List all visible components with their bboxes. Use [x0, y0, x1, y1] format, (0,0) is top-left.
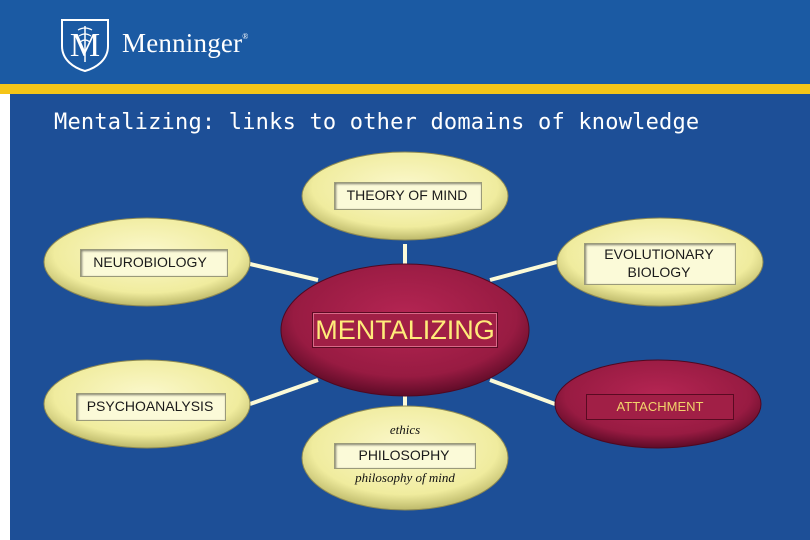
connector-attachment — [489, 378, 556, 406]
slide-title: Mentalizing: links to other domains of k… — [54, 110, 700, 135]
evolutionary-biology-box — [584, 243, 736, 285]
philosophy-bottom-note: philosophy of mind — [355, 470, 455, 485]
philosophy-label: PHILOSOPHY — [358, 447, 450, 463]
connector-evolutionary — [489, 260, 558, 282]
psychoanalysis-label: PSYCHOANALYSIS — [86, 398, 214, 414]
evolutionary-biology-label-line1: EVOLUTIONARY — [604, 246, 714, 262]
neurobiology-label: NEUROBIOLOGY — [93, 254, 207, 270]
theory-of-mind-box — [334, 182, 482, 210]
connector-neurobiology — [249, 262, 319, 282]
connector-psychoanalysis — [249, 378, 319, 406]
theory-of-mind-label: THEORY OF MIND — [346, 187, 468, 203]
header-bar: M Menninger® — [0, 0, 810, 84]
philosophy-box — [334, 443, 476, 469]
menninger-logo-icon: M — [61, 19, 109, 72]
header-stripe — [0, 84, 810, 94]
evolutionary-biology-label-line2: BIOLOGY — [627, 264, 691, 280]
psychoanalysis-box — [76, 393, 226, 421]
attachment-label: ATTACHMENT — [586, 394, 734, 420]
brand-name: Menninger® — [122, 28, 249, 58]
mentalizing-label: MENTALIZING — [312, 312, 498, 348]
philosophy-top-note: ethics — [389, 422, 421, 437]
neurobiology-box — [80, 249, 228, 277]
